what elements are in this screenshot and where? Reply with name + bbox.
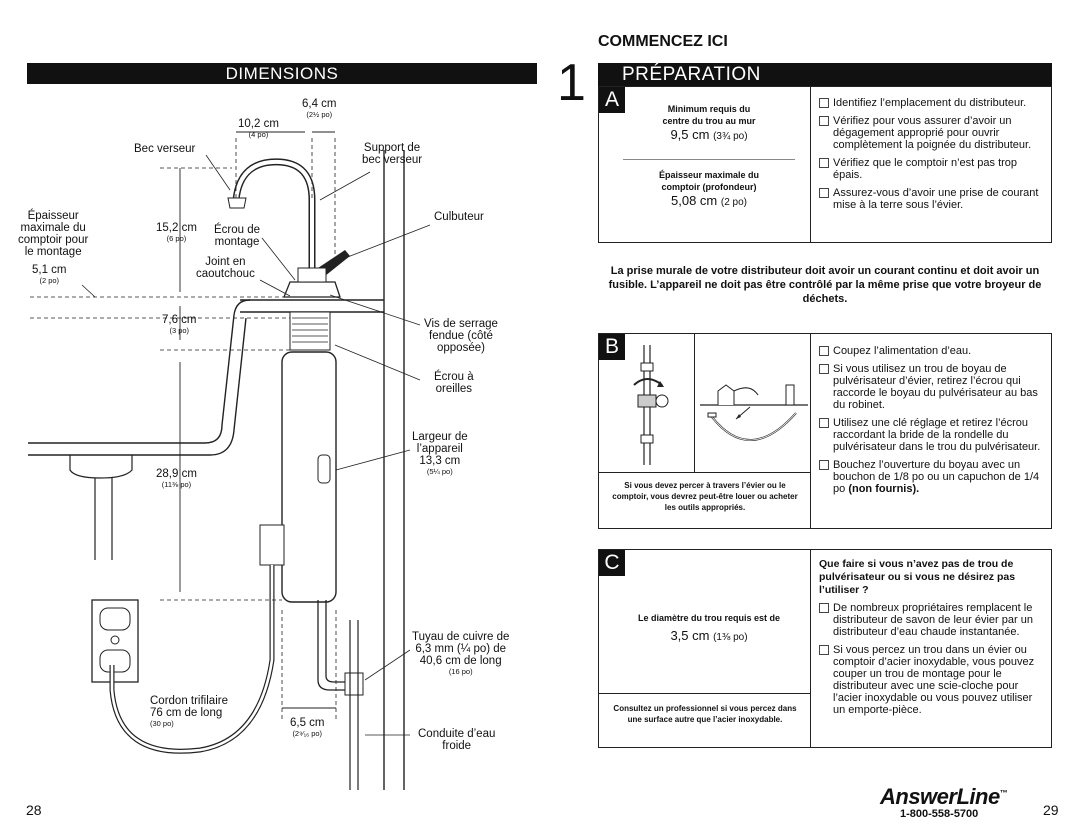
section-c-question: Que faire si vous n’avez pas de trou de … — [819, 558, 1016, 596]
brand-logo: AnswerLine™ — [880, 784, 1008, 810]
height1-value: 15,2 cm — [156, 222, 197, 234]
start-heading: COMMENCEZ ICI — [598, 33, 728, 50]
dimension-diagram — [28, 131, 431, 790]
section-b: B Si vous devez percer à travers l’évier… — [598, 333, 1052, 529]
section-b-note: Si vous devez percer à travers l’évier o… — [612, 481, 798, 512]
diameter-sub: (1⅜ po) — [713, 632, 748, 643]
tuyau-value: Tuyau de cuivre de 6,3 mm (¼ po) de 40,6… — [412, 631, 510, 667]
check-item[interactable]: Si vous percez un trou dans un évier ou … — [819, 644, 1047, 716]
culbuteur-label: Culbuteur — [434, 211, 484, 223]
section-b-checklist: Coupez l’alimentation d’eau. Si vous uti… — [819, 345, 1047, 501]
page-number-left: 28 — [26, 802, 42, 818]
epaisseur-value-label: 5,1 cm (2 po) — [32, 264, 67, 285]
brand-name: AnswerLine — [880, 784, 1000, 809]
largeur-sub: (5¼ po) — [426, 467, 453, 476]
top-width-sub: (2½ po) — [306, 110, 333, 119]
cordon-sub: (30 po) — [150, 719, 174, 728]
check-item[interactable]: Identifiez l’emplacement du distributeur… — [819, 97, 1047, 109]
sprayer-illustration — [633, 345, 808, 465]
spout-width-label: 10,2 cm (4 po) — [238, 118, 279, 139]
check-item[interactable]: Vérifiez que le comptoir n’est pas trop … — [819, 157, 1047, 181]
check-item[interactable]: Coupez l’alimentation d’eau. — [819, 345, 1047, 357]
section-c: C Le diamètre du trou requis est de 3,5 … — [598, 549, 1052, 748]
section-a-min: Minimum requis du centre du trou au mur … — [613, 103, 805, 142]
max-measure: 5,08 cm (2 po) — [613, 193, 805, 208]
top-width-value: 6,4 cm — [302, 98, 337, 110]
preparation-banner: PRÉPARATION — [598, 63, 1052, 86]
min-sub: (3¾ po) — [713, 131, 748, 142]
bottom-width-label: 6,5 cm (2⁹⁄₁₆ po) — [290, 717, 325, 738]
section-c-right: Que faire si vous n’avez pas de trou de … — [819, 558, 1047, 722]
cordon-label: Cordon trifilaire 76 cm de long (30 po) — [150, 695, 228, 728]
check-item[interactable]: Vérifiez pour vous assurer d’avoir un dé… — [819, 115, 1047, 151]
section-a-letter: A — [599, 87, 625, 113]
cordon-value: Cordon trifilaire 76 cm de long — [150, 695, 228, 719]
epaisseur-value: 5,1 cm — [32, 264, 67, 276]
brand-tm: ™ — [999, 788, 1008, 798]
step-number: 1 — [557, 54, 586, 112]
max-value: 5,08 cm — [671, 193, 718, 208]
section-c-diameter: Le diamètre du trou requis est de 3,5 cm… — [613, 612, 805, 643]
vis-label: Vis de serrage fendue (côté opposée) — [424, 318, 498, 354]
check-item[interactable]: Utilisez une clé réglage et retirez l’éc… — [819, 417, 1047, 453]
height3-sub: (11⅜ po) — [161, 480, 192, 489]
height3-value: 28,9 cm — [156, 468, 197, 480]
non-fournis: (non fournis). — [848, 483, 920, 495]
height1-label: 15,2 cm (6 po) — [156, 222, 197, 243]
diameter-head: Le diamètre du trou requis est de — [637, 613, 781, 623]
height2-value: 7,6 cm — [162, 314, 197, 326]
joint-label: Joint en caoutchouc — [196, 256, 255, 280]
section-a-max: Épaisseur maximale du comptoir (profonde… — [613, 169, 805, 208]
section-c-letter: C — [599, 550, 625, 576]
section-a-divider — [623, 159, 795, 160]
diameter-value: 3,5 cm — [670, 628, 710, 643]
support-label: Support de bec verseur — [362, 142, 423, 166]
check-item[interactable]: De nombreux propriétaires remplacent le … — [819, 602, 1047, 638]
min-measure: 9,5 cm (3¾ po) — [613, 127, 805, 142]
spout-width-sub: (4 po) — [248, 130, 269, 139]
page-number-right: 29 — [1043, 802, 1059, 818]
bottom-width-sub: (2⁹⁄₁₆ po) — [292, 729, 323, 738]
epaisseur-sub: (2 po) — [39, 276, 60, 285]
section-a-checklist: Identifiez l’emplacement du distributeur… — [819, 97, 1047, 217]
max-head: Épaisseur maximale du comptoir (profonde… — [658, 170, 760, 192]
largeur-value: Largeur de l’appareil 13,3 cm — [412, 431, 468, 467]
height2-label: 7,6 cm (3 po) — [162, 314, 197, 335]
height3-label: 28,9 cm (11⅜ po) — [156, 468, 197, 489]
section-a: A Minimum requis du centre du trou au mu… — [598, 86, 1052, 243]
top-width-label: 6,4 cm (2½ po) — [302, 98, 337, 119]
check-item[interactable]: Assurez-vous d’avoir une prise de couran… — [819, 187, 1047, 211]
check-item[interactable]: Bouchez l’ouverture du boyau avec un bou… — [819, 459, 1047, 495]
bec-verseur-label: Bec verseur — [134, 143, 196, 155]
epaisseur-label: Épaisseur maximale du comptoir pour le m… — [18, 210, 89, 258]
section-b-letter: B — [599, 334, 625, 360]
ecrou-oreilles-label: Écrou à oreilles — [434, 371, 474, 395]
height2-sub: (3 po) — [169, 326, 190, 335]
phone-number: 1-800-558-5700 — [900, 808, 979, 820]
min-value: 9,5 cm — [670, 127, 710, 142]
check-item[interactable]: Si vous utilisez un trou de boyau de pul… — [819, 363, 1047, 411]
bottom-width-value: 6,5 cm — [290, 717, 325, 729]
largeur-label: Largeur de l’appareil 13,3 cm (5¼ po) — [412, 431, 468, 476]
dimensions-banner: DIMENSIONS — [27, 63, 537, 84]
conduite-label: Conduite d’eau froide — [418, 728, 496, 752]
ecrou-montage-label: Écrou de montage — [214, 224, 261, 248]
height1-sub: (6 po) — [166, 234, 187, 243]
max-sub: (2 po) — [720, 197, 747, 208]
tuyau-label: Tuyau de cuivre de 6,3 mm (¼ po) de 40,6… — [412, 631, 509, 676]
spout-width-value: 10,2 cm — [238, 118, 279, 130]
diameter-measure: 3,5 cm (1⅜ po) — [613, 628, 805, 643]
min-head: Minimum requis du centre du trou au mur — [662, 104, 756, 126]
check-text: Bouchez l’ouverture du boyau avec un bou… — [833, 459, 1040, 495]
section-c-note: Consultez un professionnel si vous perce… — [613, 704, 797, 724]
tuyau-sub: (16 po) — [448, 667, 473, 676]
power-warning: La prise murale de votre distributeur do… — [608, 265, 1042, 305]
